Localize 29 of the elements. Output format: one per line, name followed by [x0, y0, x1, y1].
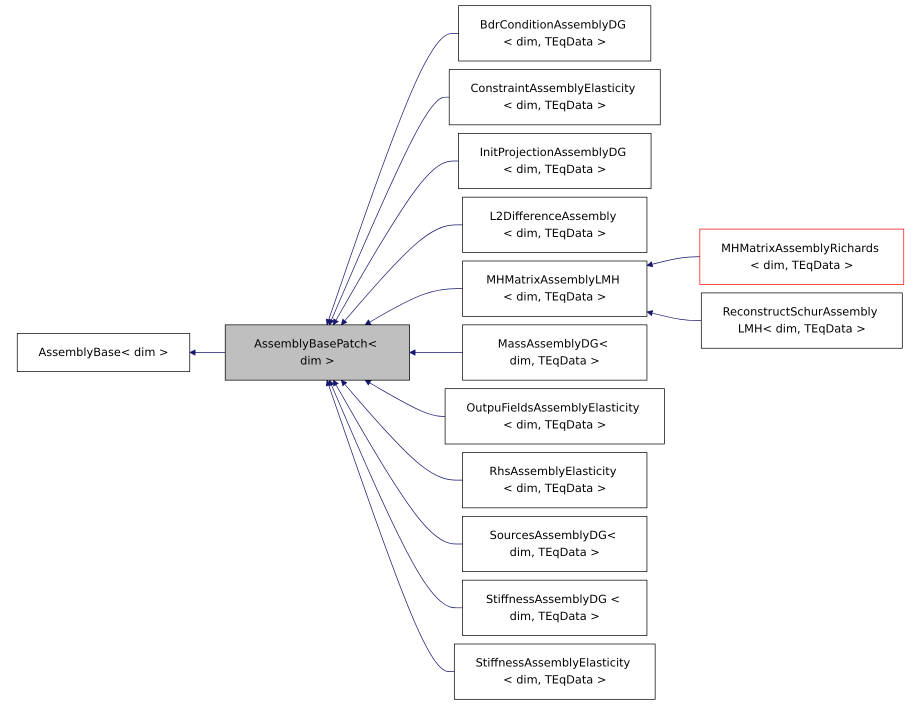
node-box: AssemblyBasePatch< dim > — [224, 324, 410, 381]
node-box: OutpuFieldsAssemblyElasticity < dim, TEqData > — [444, 388, 665, 444]
node-box: BdrConditionAssemblyDG < dim, TEqData > — [458, 5, 652, 62]
arrow — [646, 256, 700, 268]
node-box: SourcesAssemblyDG< dim, TEqData > — [462, 516, 648, 572]
arrow — [340, 224, 463, 326]
node-box: StiffnessAssemblyDG < dim, TEqData > — [462, 580, 648, 636]
node-box: MassAssemblyDG< dim, TEqData > — [462, 324, 648, 381]
arrow — [333, 160, 459, 326]
node-box: RhsAssemblyElasticity < dim, TEqData > — [462, 452, 648, 508]
arrow — [646, 310, 702, 321]
node-box: ReconstructSchurAssembly LMH< dim, TEqData > — [700, 292, 903, 349]
node-box: L2DifferenceAssembly < dim, TEqData > — [462, 196, 648, 253]
node-box: MHMatrixAssemblyLMH < dim, TEqData > — [462, 260, 648, 317]
arrow — [364, 288, 463, 326]
arrow — [333, 380, 463, 544]
node-box: AssemblyBase< dim > — [16, 333, 190, 372]
node-box: ConstraintAssemblyElasticity < dim, TEqData > — [448, 69, 661, 126]
arrow — [328, 380, 463, 608]
node-box: MHMatrixAssemblyRichards < dim, TEqData > — [699, 228, 904, 285]
arrow — [340, 380, 463, 481]
node-box: InitProjectionAssemblyDG < dim, TEqData > — [458, 132, 652, 190]
arrow — [364, 380, 446, 417]
arrow — [189, 349, 226, 356]
node-box: StiffnessAssemblyElasticity < dim, TEqData > — [454, 644, 656, 700]
arrow — [326, 380, 455, 672]
arrow — [409, 349, 463, 356]
arrow — [326, 32, 459, 326]
arrow — [328, 96, 450, 326]
